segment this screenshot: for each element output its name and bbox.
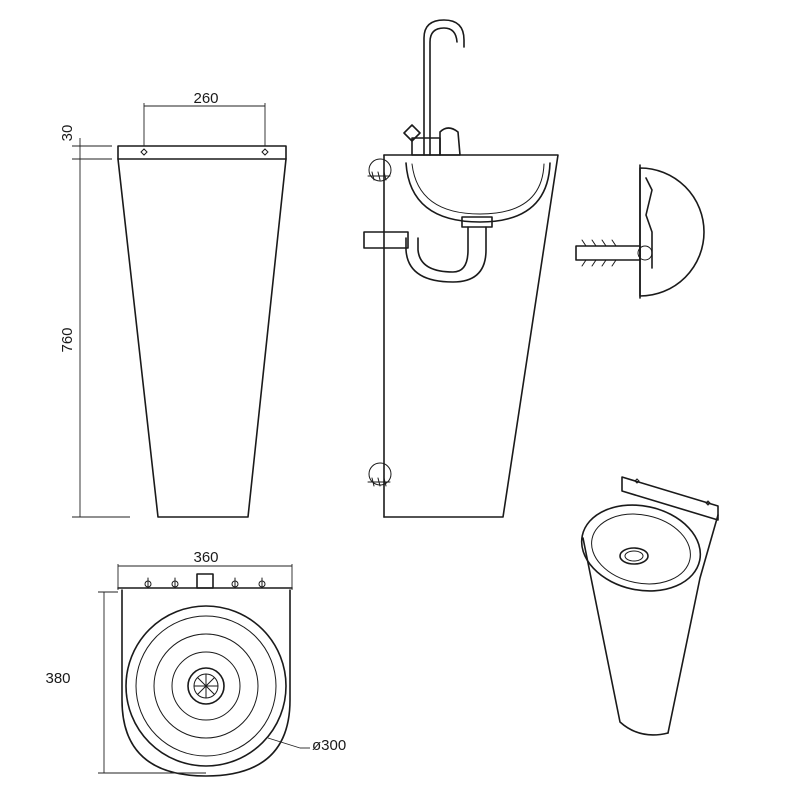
plan-fixings bbox=[144, 573, 266, 589]
perspective-view bbox=[580, 476, 719, 736]
dim-top-height-label: 30 bbox=[59, 125, 76, 142]
basin-bowl bbox=[405, 162, 551, 223]
front-elevation bbox=[117, 145, 287, 518]
plan-bowl-outer bbox=[125, 605, 287, 767]
faucet-lever bbox=[439, 127, 461, 156]
plan-view bbox=[117, 573, 293, 777]
persp-drain bbox=[619, 547, 649, 565]
faucet-valve bbox=[403, 124, 421, 142]
persp-front-edge bbox=[582, 537, 669, 736]
dim-top-width-label: 260 bbox=[193, 90, 218, 107]
drain-trap bbox=[363, 216, 493, 283]
wall-fixing-detail bbox=[575, 164, 705, 299]
side-section bbox=[363, 19, 559, 518]
detail-bracket bbox=[645, 177, 653, 269]
waste-outlet bbox=[363, 231, 409, 249]
faucet bbox=[403, 19, 465, 156]
anchor-head bbox=[637, 245, 653, 261]
persp-back-edge bbox=[667, 514, 719, 734]
anchor-plug bbox=[575, 245, 641, 261]
trap-u-bend bbox=[417, 226, 469, 273]
dim-top-width: 260 bbox=[143, 90, 266, 146]
side-pedestal-body bbox=[383, 154, 559, 518]
front-fixing-screws bbox=[140, 148, 269, 156]
dim-bowl-diameter-label: ø300 bbox=[312, 737, 346, 754]
dim-heights: 30 760 bbox=[59, 125, 130, 518]
faucet-spout bbox=[423, 19, 465, 156]
dim-plan: 360 380 ø300 bbox=[45, 549, 346, 774]
detail-circle bbox=[639, 167, 705, 297]
front-pedestal-body bbox=[117, 158, 287, 518]
wall-anchors bbox=[367, 158, 392, 487]
plan-faucet-block bbox=[196, 573, 214, 589]
front-top-plate bbox=[117, 145, 287, 160]
dim-plan-depth-label: 380 bbox=[45, 670, 70, 687]
persp-top-plate bbox=[621, 476, 719, 521]
plan-drain bbox=[187, 667, 225, 705]
faucet-base bbox=[411, 137, 441, 156]
dim-total-height-label: 760 bbox=[59, 327, 76, 352]
plan-outline bbox=[121, 589, 291, 777]
dim-plan-width-label: 360 bbox=[193, 549, 218, 566]
persp-rim bbox=[580, 504, 702, 592]
